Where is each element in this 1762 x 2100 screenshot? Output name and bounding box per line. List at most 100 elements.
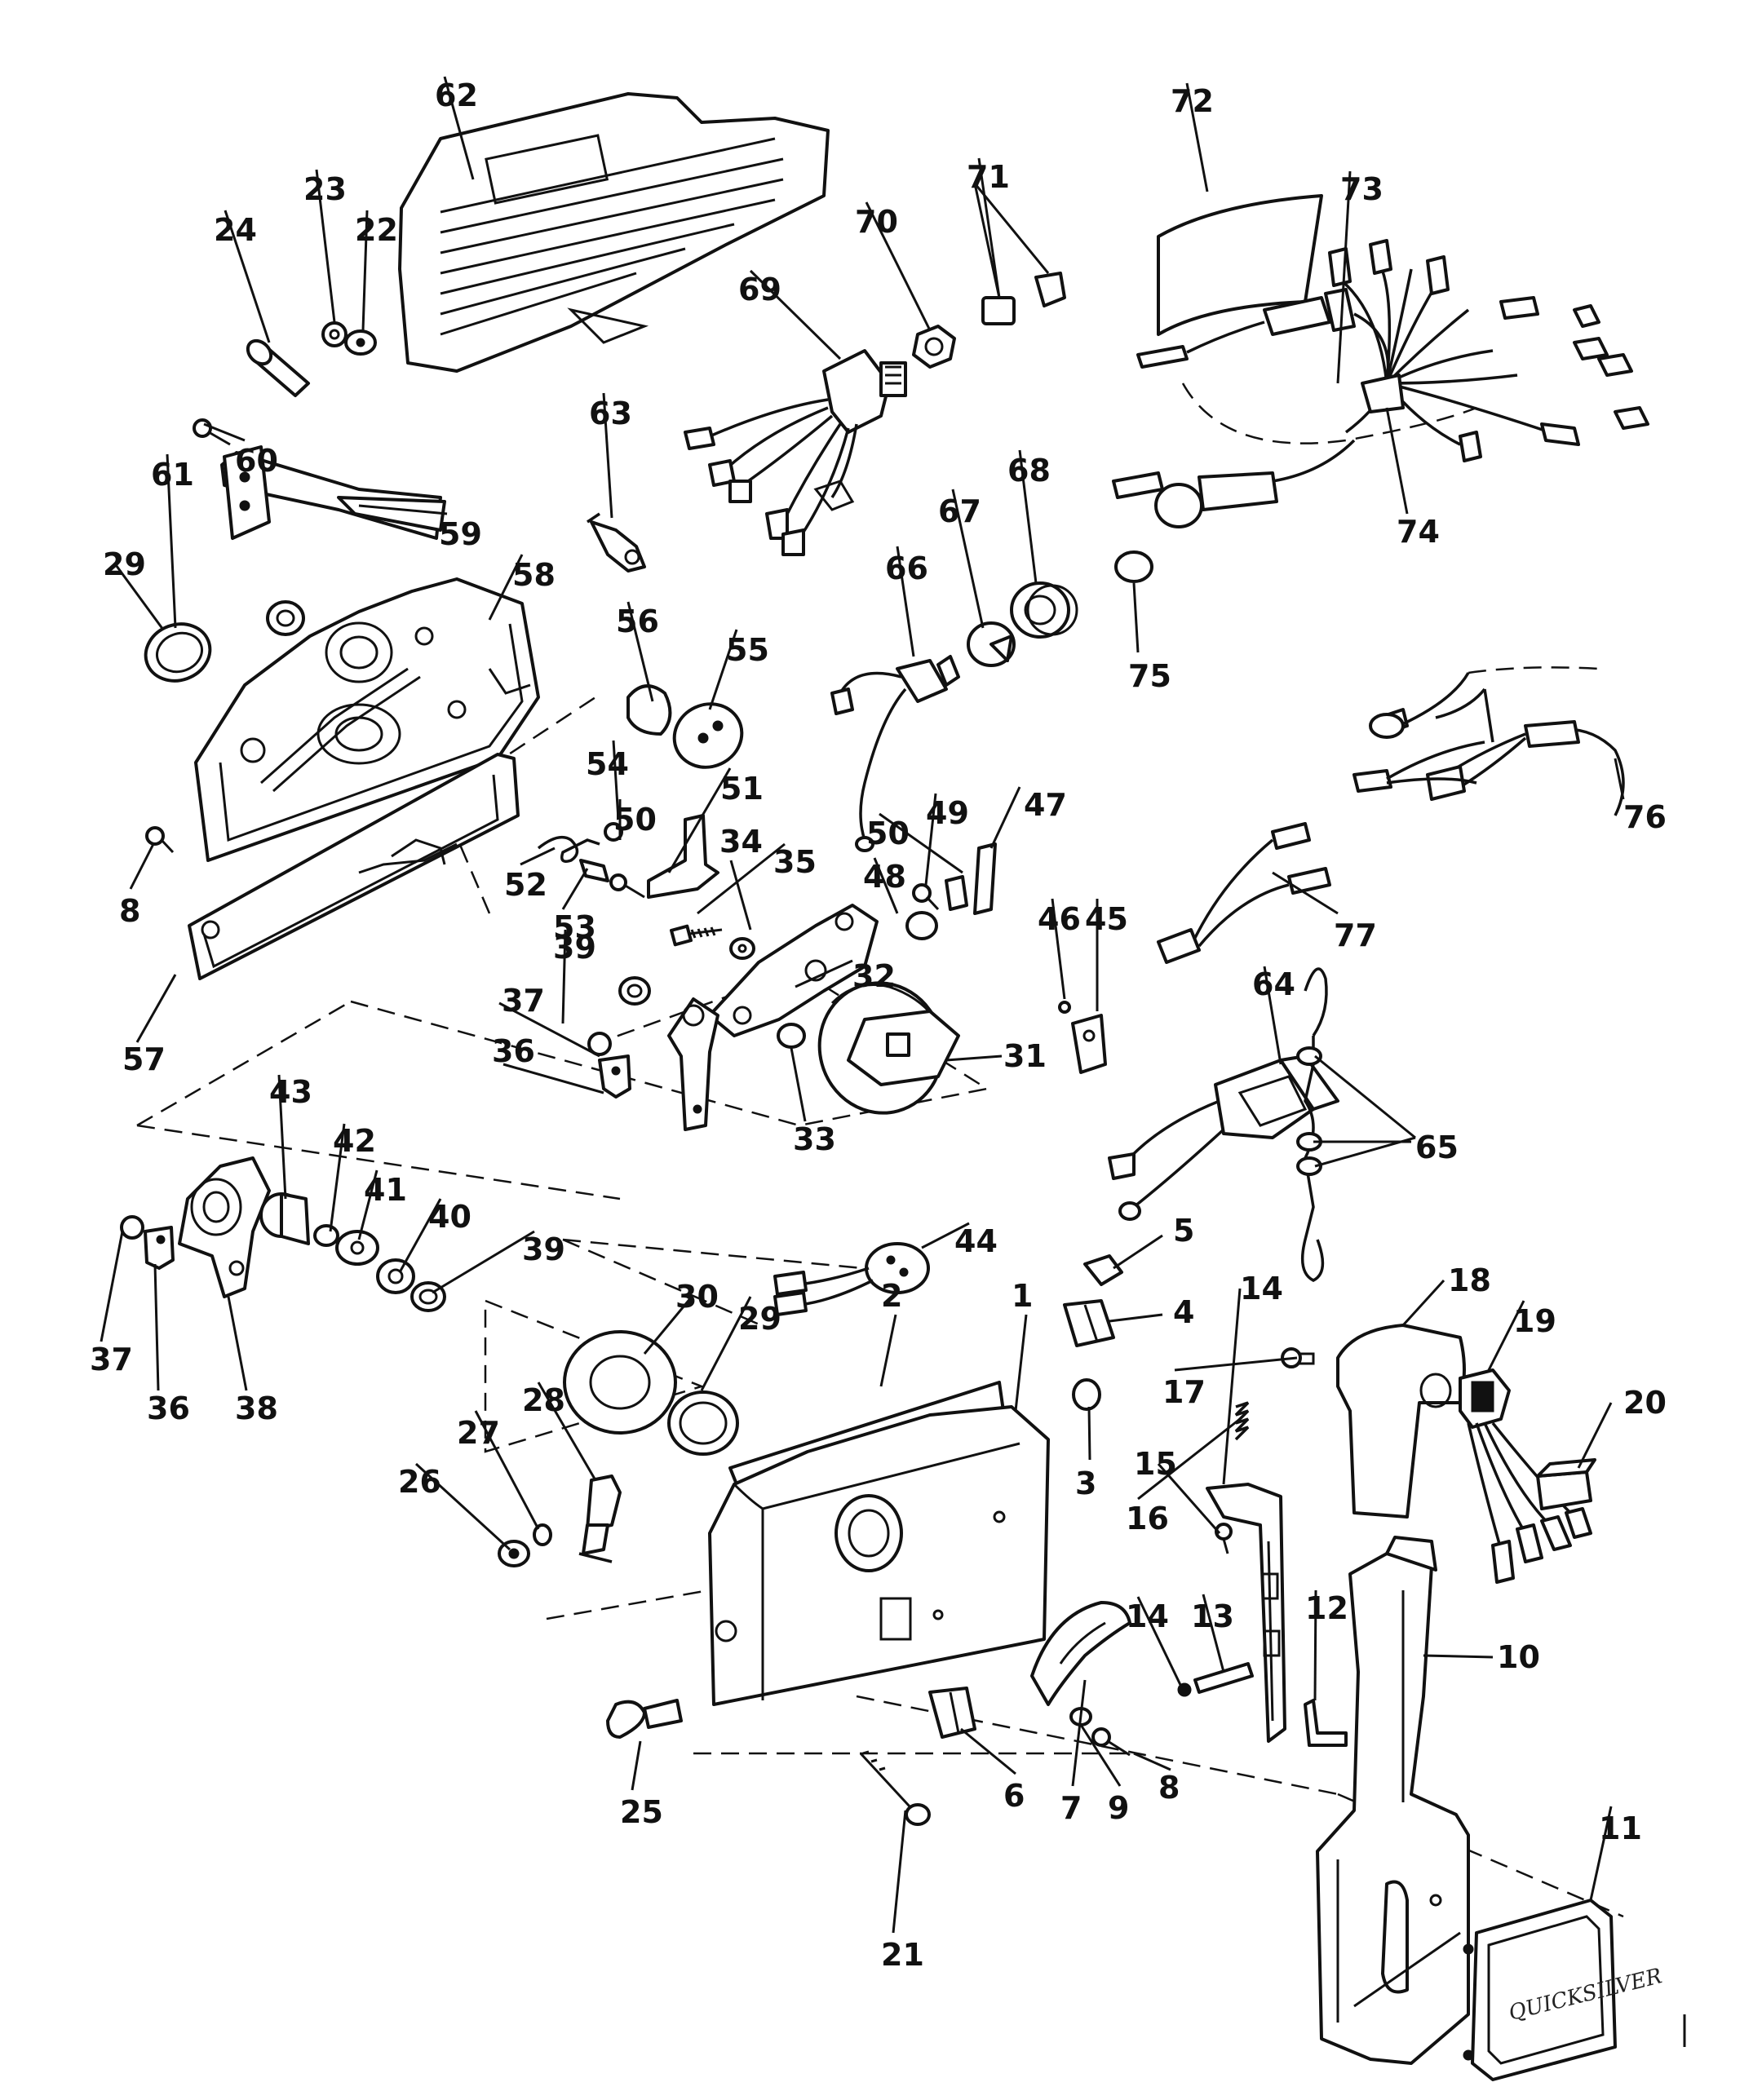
callout: 75 — [1128, 658, 1171, 694]
leader-line — [329, 1123, 346, 1232]
callout: 64 — [1252, 966, 1295, 1002]
leader-line — [973, 183, 1050, 274]
part-10-control-handle — [1316, 1536, 1470, 2065]
leader-line — [790, 1047, 807, 1122]
leader-line — [865, 201, 932, 331]
part-29-ring-top — [144, 622, 212, 683]
callout: 18 — [1448, 1262, 1491, 1298]
callout: 9 — [1108, 1790, 1129, 1826]
leader-line — [227, 1296, 248, 1391]
part-33-bushing — [777, 1023, 806, 1049]
callout: 50 — [866, 816, 910, 851]
callout: 42 — [333, 1123, 376, 1159]
leader-line — [1174, 1356, 1298, 1372]
callout: 11 — [1599, 1810, 1642, 1846]
part-27-clip — [533, 1523, 552, 1546]
leader-line — [1577, 1402, 1613, 1469]
part-44-connector — [773, 1242, 930, 1316]
part-71-clips — [981, 272, 1066, 325]
leader-line — [873, 857, 899, 914]
callout: 66 — [885, 550, 928, 586]
leader-line — [1137, 1417, 1241, 1501]
callout: 19 — [1513, 1303, 1556, 1339]
callout: 5 — [1173, 1213, 1194, 1249]
part-24-sleeve — [246, 338, 310, 397]
part-77-wire-lead — [1157, 822, 1331, 964]
callout: 7 — [1060, 1790, 1082, 1826]
part-8-screw-lower — [1091, 1727, 1131, 1757]
part-51-bracket — [647, 814, 719, 899]
leader-line — [700, 1296, 752, 1391]
callout: 69 — [738, 272, 781, 307]
leader-line — [1132, 582, 1140, 653]
leader-line — [1079, 1724, 1122, 1787]
leader-line — [667, 767, 732, 873]
part-39-bushing-upper — [618, 976, 651, 1006]
part-69-ignition-switch — [684, 349, 907, 556]
callout: 22 — [355, 212, 398, 248]
leader-line — [973, 183, 1001, 298]
callout: 30 — [675, 1279, 719, 1315]
leader-line — [626, 601, 654, 702]
leader-line — [1336, 170, 1352, 384]
part-8-screw-left — [145, 826, 175, 854]
leader-line — [1401, 1279, 1445, 1327]
callout: 29 — [738, 1301, 781, 1337]
callout: 34 — [719, 824, 763, 860]
part-46-pin — [1058, 1001, 1071, 1014]
part-12-bar — [1304, 1699, 1348, 1747]
part-43-bushing — [259, 1192, 310, 1245]
part-52-spring — [537, 835, 600, 863]
leader-line — [1313, 1589, 1317, 1701]
part-68-gear — [1010, 581, 1078, 639]
callout: 21 — [881, 1937, 924, 1973]
leader-line — [1272, 871, 1339, 915]
callout: 32 — [852, 958, 896, 994]
leader-line — [358, 504, 448, 515]
part-38-plate — [178, 1156, 271, 1298]
callout: 54 — [586, 746, 629, 782]
callout: 55 — [726, 632, 769, 668]
part-75-cap — [1114, 550, 1153, 583]
part-62-cover-plate — [398, 92, 830, 373]
callout: 46 — [1038, 901, 1081, 937]
leader-line — [113, 562, 165, 630]
leader-line — [1314, 1136, 1416, 1168]
callout: 44 — [954, 1223, 998, 1259]
leader-line — [561, 868, 589, 910]
callout: 37 — [502, 983, 545, 1019]
part-32-plate — [708, 904, 879, 1037]
part-7-detent-plate — [1030, 1601, 1131, 1706]
part-55-cam — [672, 702, 744, 769]
part-42-clip — [313, 1224, 339, 1247]
leader-line — [1087, 1406, 1091, 1461]
part-36-bracket-upper — [598, 1054, 631, 1099]
callout: 25 — [620, 1794, 663, 1830]
leader-line — [1487, 1300, 1525, 1371]
callout: 10 — [1497, 1639, 1540, 1675]
callout: 73 — [1340, 171, 1383, 207]
part-14-screw-lower — [1177, 1682, 1192, 1697]
part-21-long-bolt — [859, 1750, 931, 1826]
callout-labels: 1 2 3 4 5 6 7 8 8 9 10 11 12 13 14 14 15… — [90, 77, 1667, 1973]
callout: 62 — [435, 77, 478, 113]
leader-line — [1202, 1594, 1225, 1673]
callout: 76 — [1623, 799, 1667, 835]
leader-line — [960, 1727, 1016, 1775]
leader-lines — [100, 76, 1625, 1934]
part-31-drum — [817, 981, 960, 1115]
leader-line — [398, 1198, 442, 1273]
part-49-spring-clip — [945, 875, 968, 911]
callout: 36 — [492, 1033, 535, 1069]
callout: 50 — [613, 802, 657, 838]
part-58-housing — [194, 577, 540, 862]
leader-line — [879, 812, 963, 874]
callout: 13 — [1191, 1598, 1234, 1634]
part-4-bracket — [1063, 1299, 1115, 1347]
callout: 26 — [398, 1464, 441, 1500]
leader-line — [892, 1810, 907, 1934]
part-54-pin — [604, 822, 623, 842]
callout: 49 — [926, 795, 969, 831]
part-73-wiring-harness — [1112, 239, 1649, 528]
